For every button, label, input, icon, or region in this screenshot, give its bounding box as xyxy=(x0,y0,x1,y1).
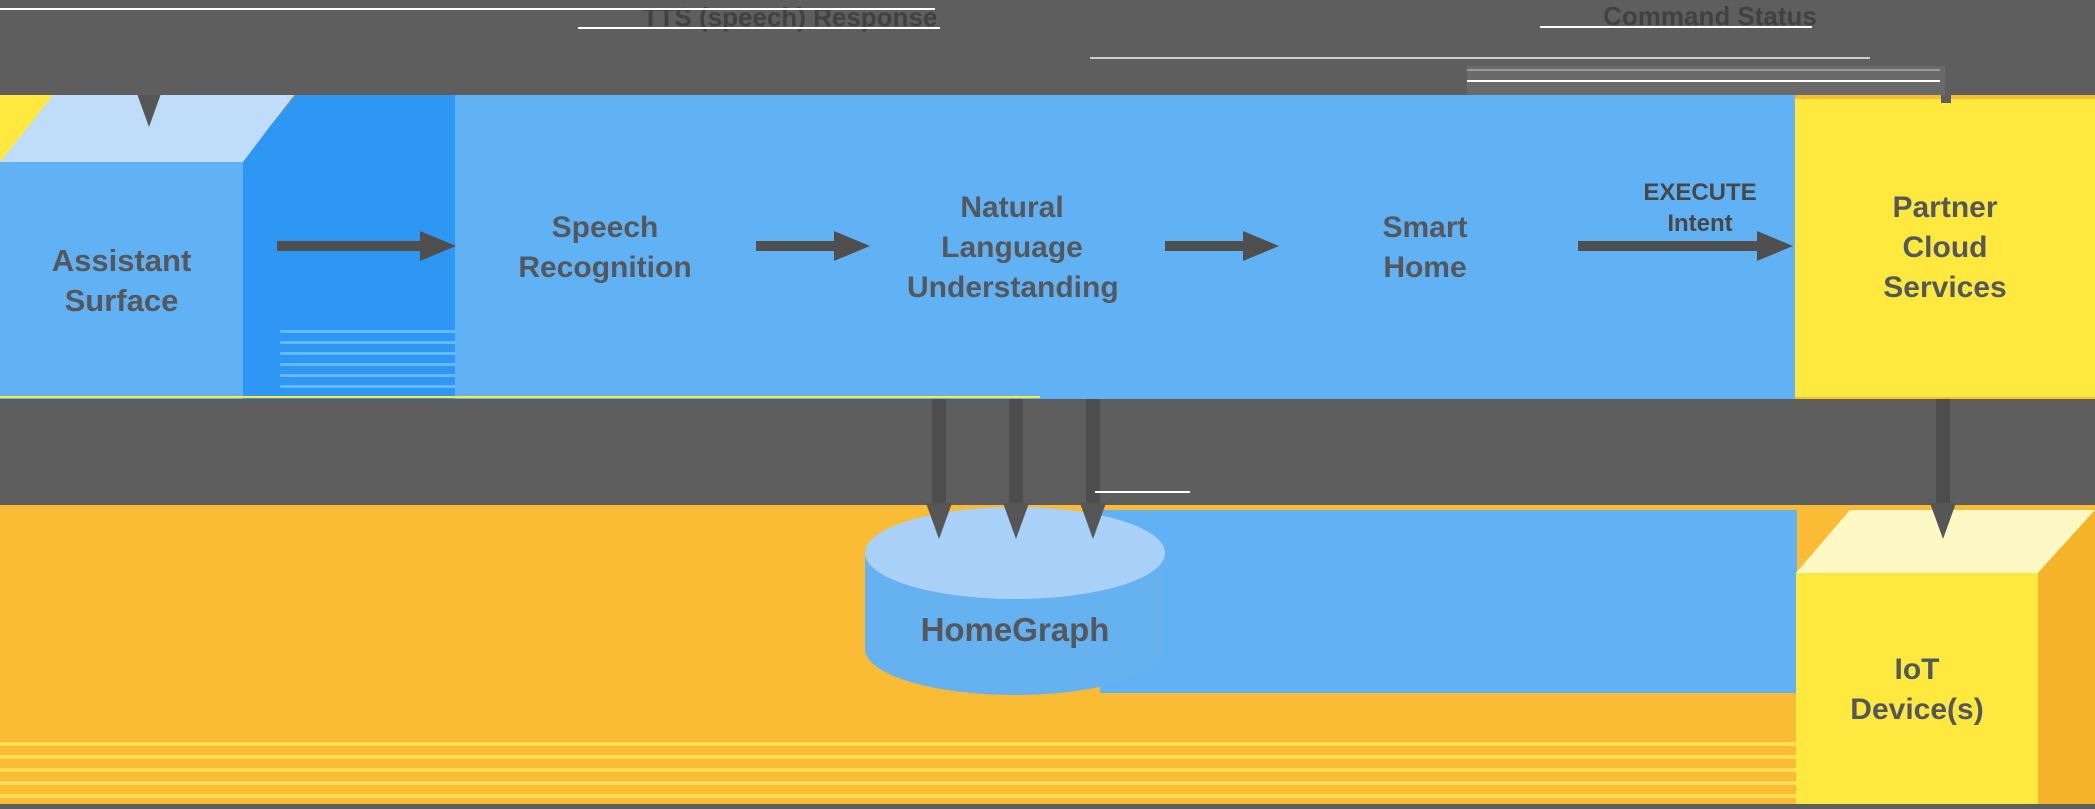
bottom-gray-strip xyxy=(0,804,2095,809)
arrow-assistant-to-speech xyxy=(277,241,420,251)
execute-intent-label: EXECUTE Intent xyxy=(1643,179,1757,237)
command-status-label: Command Status xyxy=(1603,1,1817,31)
arrowhead-into-assistant xyxy=(136,91,162,127)
glitch-line-cylinder xyxy=(1095,491,1190,493)
nlu-label: Natural Language Understanding xyxy=(907,191,1119,304)
arrowhead-homegraph-3 xyxy=(1080,503,1106,539)
glitch-line-top-2 xyxy=(578,27,940,29)
glitch-line-top-3 xyxy=(1540,26,1812,28)
middle-return-band xyxy=(0,399,2095,505)
command-status-arrow-tail xyxy=(1941,95,1951,103)
google-assistant-panel xyxy=(455,95,1795,399)
arrow-nlu-to-smarthome xyxy=(1165,241,1243,251)
homegraph-link-band xyxy=(1100,510,1797,693)
arrowhead-iot xyxy=(1930,503,1956,539)
tts-response-label: TTS (speech) Response xyxy=(642,2,938,32)
glitch-stripes-side-face xyxy=(280,330,455,397)
arrowhead-smarthome-to-partner xyxy=(1757,231,1793,261)
partner-cloud-box xyxy=(1795,99,2095,397)
glitch-line-yellow xyxy=(0,396,1040,398)
iot-device-box xyxy=(1796,573,2038,809)
partner-cloud-label: Partner Cloud Services xyxy=(1883,191,2007,304)
arrow-down-homegraph-2 xyxy=(1009,399,1023,506)
arrow-down-iot xyxy=(1936,399,1950,506)
arrowhead-speech-to-nlu xyxy=(834,231,870,261)
iot-device-label: IoT Device(s) xyxy=(1850,653,1984,726)
glitch-line-top-1 xyxy=(0,8,935,10)
arrowhead-homegraph-1 xyxy=(926,503,952,539)
speech-recognition-label: Speech Recognition xyxy=(518,211,692,284)
arrowhead-homegraph-2 xyxy=(1003,503,1029,539)
arrow-smarthome-to-partner xyxy=(1578,241,1757,251)
arrowhead-assistant-to-speech xyxy=(420,231,456,261)
assistant-surface-label: Assistant Surface xyxy=(51,243,192,318)
arrow-speech-to-nlu xyxy=(756,241,834,251)
smart-home-label: Smart Home xyxy=(1382,211,1468,284)
glitch-line-top-4 xyxy=(1090,57,1870,59)
arrow-down-homegraph-1 xyxy=(932,399,946,506)
glitch-line-top-6 xyxy=(1467,80,1940,82)
arrow-down-homegraph-3 xyxy=(1086,399,1100,506)
bottom-stripe-artifact xyxy=(0,742,1796,803)
glitch-line-top-5 xyxy=(1467,69,1940,71)
homegraph-label: HomeGraph xyxy=(920,611,1110,648)
arrowhead-nlu-to-smarthome xyxy=(1243,231,1279,261)
assistant-surface-box xyxy=(0,162,243,399)
